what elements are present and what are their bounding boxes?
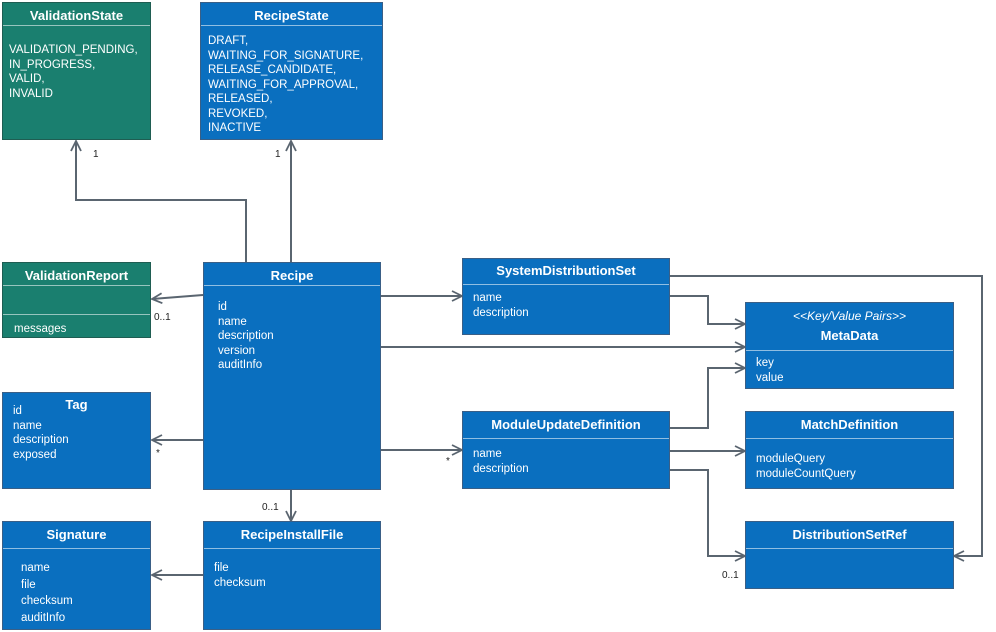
class-attribute: moduleCountQuery: [756, 467, 856, 480]
class-title: ValidationState: [3, 3, 150, 26]
enum-value: INACTIVE: [208, 122, 262, 134]
class-validation-report[interactable]: ValidationReport messages: [2, 262, 151, 338]
class-title: ModuleUpdateDefinition: [463, 412, 669, 439]
class-title: Tag: [65, 397, 88, 412]
edge-system-distribution-set-meta-data: [670, 296, 745, 324]
class-validation-state[interactable]: ValidationState VALIDATION_PENDING, IN_P…: [2, 2, 151, 140]
class-recipe-state[interactable]: RecipeState DRAFT, WAITING_FOR_SIGNATURE…: [200, 2, 383, 140]
class-attribute: moduleQuery: [756, 453, 826, 465]
enum-value: VALID,: [9, 73, 45, 85]
class-attribute: description: [473, 462, 529, 475]
class-title: ValidationReport: [3, 263, 150, 286]
class-title: RecipeState: [201, 3, 382, 26]
class-meta-data[interactable]: <<Key/Value Pairs>> MetaData key value: [745, 302, 954, 389]
class-attribute: description: [13, 434, 69, 446]
class-attribute: name: [473, 292, 502, 304]
class-attribute: name: [218, 315, 247, 328]
enum-value: WAITING_FOR_SIGNATURE,: [208, 49, 364, 62]
class-system-distribution-set[interactable]: SystemDistributionSet name description: [462, 258, 670, 335]
multiplicity-tag: *: [156, 448, 160, 459]
class-attribute: version: [218, 344, 256, 357]
class-attribute: file: [214, 562, 229, 574]
class-attribute: messages: [14, 323, 67, 335]
class-attribute: id: [218, 301, 227, 313]
enum-value: IN_PROGRESS,: [9, 58, 96, 71]
class-attribute: key: [756, 357, 774, 369]
class-attribute: description: [218, 330, 274, 342]
class-title: Recipe: [204, 263, 380, 286]
multiplicity-recipe-install-file: 0..1: [262, 502, 279, 513]
class-title: Signature: [3, 522, 150, 549]
class-stereotype: <<Key/Value Pairs>>: [793, 309, 906, 323]
class-title: MetaData: [820, 328, 879, 343]
class-title: DistributionSetRef: [746, 522, 953, 549]
enum-value: REVOKED,: [208, 107, 268, 120]
class-match-definition[interactable]: MatchDefinition moduleQuery moduleCountQ…: [745, 411, 954, 489]
class-title: MatchDefinition: [746, 412, 953, 439]
enum-value: INVALID: [9, 87, 53, 100]
enum-value: WAITING_FOR_APPROVAL,: [208, 78, 359, 91]
multiplicity-validation-report: 0..1: [154, 312, 171, 323]
class-attribute: name: [473, 448, 502, 460]
class-recipe[interactable]: Recipe id name description version audit…: [203, 262, 381, 490]
class-attribute: auditInfo: [21, 611, 66, 624]
class-module-update-definition[interactable]: ModuleUpdateDefinition name description: [462, 411, 670, 489]
class-attribute: value: [756, 371, 784, 384]
class-tag[interactable]: Tag id name description exposed: [2, 392, 151, 489]
enum-value: RELEASED,: [208, 93, 273, 105]
class-attribute: auditInfo: [218, 359, 263, 371]
class-attribute: name: [21, 562, 50, 574]
enum-value: VALIDATION_PENDING,: [9, 44, 138, 56]
class-signature[interactable]: Signature name file checksum auditInfo: [2, 521, 151, 630]
class-title: RecipeInstallFile: [204, 522, 380, 549]
enum-value: RELEASE_CANDIDATE,: [208, 64, 337, 76]
class-attribute: name: [13, 419, 42, 432]
multiplicity-recipe-state: 1: [275, 149, 281, 160]
class-title: SystemDistributionSet: [463, 259, 669, 285]
edge-module-update-definition-meta-data: [670, 368, 745, 428]
enum-value: DRAFT,: [208, 35, 249, 47]
edge-module-update-definition-distribution-set-ref: [670, 469, 745, 556]
edge-recipe-validation-report: [152, 295, 204, 299]
class-attribute: file: [21, 578, 36, 591]
multiplicity-validation-state: 1: [93, 149, 99, 160]
class-recipe-install-file[interactable]: RecipeInstallFile file checksum: [203, 521, 381, 630]
multiplicity-distribution-set-ref: 0..1: [722, 570, 739, 581]
class-attribute: id: [13, 405, 22, 417]
edge-system-distribution-set-distribution-set-ref: [670, 275, 983, 556]
class-attribute: checksum: [21, 595, 73, 607]
class-attribute: description: [473, 306, 529, 319]
multiplicity-module-update-definition: *: [446, 456, 450, 467]
class-distribution-set-ref[interactable]: DistributionSetRef: [745, 521, 954, 589]
edge-recipe-validation-state: [76, 141, 247, 262]
class-attribute: checksum: [214, 576, 266, 589]
class-attribute: exposed: [13, 448, 57, 461]
